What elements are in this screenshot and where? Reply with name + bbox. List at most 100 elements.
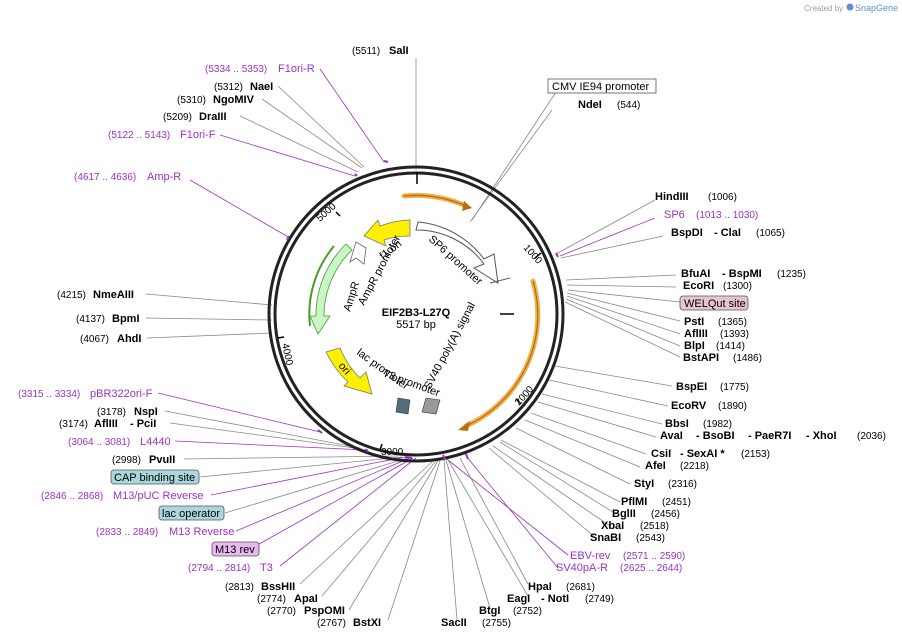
primer-m13rev-name: M13 Reverse [169, 526, 234, 538]
site-hpai-pos: (2681) [566, 582, 595, 593]
site-noti-name: - NotI [541, 593, 569, 605]
site-draiii-pos: (5209) [163, 112, 192, 123]
sp6-promoter-tail [489, 277, 511, 284]
ori-arrow [325, 347, 373, 395]
lac-operator-label: lac operator [162, 508, 220, 520]
site-bstxi-pos: (2767) [317, 618, 346, 629]
site-blpi-name: BlpI [684, 340, 705, 352]
site-psp-omi-name: PspOMI [304, 605, 345, 617]
site-bspei-pos: (1775) [720, 382, 749, 393]
site-pflmi-pos: (2451) [662, 497, 691, 508]
site-xhoi-name: - XhoI [806, 430, 837, 442]
snapgene-logo-icon [846, 3, 854, 11]
site-styi-name: StyI [634, 478, 654, 490]
sv40-feature [421, 397, 441, 415]
site-bpmi-name: BpmI [112, 313, 140, 325]
site-apai-pos: (2774) [257, 594, 286, 605]
site-ngomiv-pos: (5310) [177, 95, 206, 106]
site-avai-pos: (2036) [857, 431, 886, 442]
site-pvuii-pos: (2998) [112, 455, 141, 466]
orf-arrowhead-2 [458, 421, 470, 431]
lac-operator-feature [395, 397, 411, 415]
site-styi-pos: (2316) [668, 479, 697, 490]
site-sexai-name: - SexAI * [680, 448, 725, 460]
site-bfuai-name: BfuAI [681, 268, 710, 280]
primer-marks [286, 160, 559, 461]
site-bpmi-pos: (4137) [76, 314, 105, 325]
plasmid-name: EIF2B3-L27Q [382, 307, 451, 319]
site-bglii-name: BglII [612, 508, 636, 520]
site-bbsi-name: BbsI [665, 418, 689, 430]
site-bbsi-pos: (1982) [703, 419, 732, 430]
cap-binding-box [110, 469, 200, 485]
primer-f1orif-pos: (5122 .. 5143) [108, 130, 170, 141]
site-bglii-pos: (2456) [651, 509, 680, 520]
site-xbai-name: XbaI [601, 520, 624, 532]
site-ecori-name: EcoRI [683, 280, 714, 292]
site-hpai-name: HpaI [528, 581, 552, 593]
site-csii-pos: (2153) [741, 449, 770, 460]
primer-f1orir-name: F1ori-R [278, 63, 315, 75]
backbone-inner-ring [273, 171, 559, 457]
ampr-outline-arc [308, 245, 335, 327]
primer-sp6-name: SP6 [664, 209, 685, 221]
cmv-promoter-label: CMV IE94 promoter [552, 81, 650, 93]
site-ndei-pos: (544) [617, 100, 640, 111]
site-ahdi-pos: (4067) [80, 334, 109, 345]
plasmid-size: 5517 bp [396, 319, 436, 331]
site-draiii-name: DraIII [199, 111, 227, 123]
site-bsshii-name: BssHII [261, 581, 295, 593]
sp6-promoter-arrow [415, 221, 499, 284]
site-bsshii-pos: (2813) [225, 582, 254, 593]
site-pvuii-name: PvuII [149, 454, 175, 466]
ampr-arrow [309, 243, 353, 335]
primer-ebvrev-pos: (2571 .. 2590) [623, 551, 685, 562]
backbone-outer-ring [267, 165, 565, 463]
site-afei-name: AfeI [645, 460, 666, 472]
orf-arc-cores [403, 194, 539, 427]
site-blpi-pos: (1414) [716, 341, 745, 352]
site-paer7i-name: - PaeR7I [748, 430, 791, 442]
site-ndei-name: NdeI [578, 99, 602, 111]
site-pflmi-name: PflMI [621, 496, 647, 508]
site-hindiii-pos: (1006) [708, 192, 737, 203]
site-naei-pos: (5312) [214, 82, 243, 93]
site-eagi-pos: (2749) [585, 594, 614, 605]
primer-sv40par-name: SV40pA-R [556, 562, 608, 574]
m13-rev-label: M13 rev [215, 544, 255, 556]
site-sacii-pos: (2755) [482, 618, 511, 629]
site-afliii-left-pos: (3174) [59, 419, 88, 430]
primer-sp6-pos: (1013 .. 1030) [696, 210, 758, 221]
site-bspdi-name: BspDI [671, 227, 703, 239]
site-psp-omi-pos: (2770) [267, 606, 296, 617]
f1-ori-arrow [363, 219, 411, 247]
connector-lines [145, 58, 681, 621]
site-nspi-name: NspI [134, 406, 158, 418]
welqut-label: WELQut site [684, 298, 746, 310]
site-ecorv-name: EcoRV [671, 400, 707, 412]
site-bfuai-pos: (1235) [777, 269, 806, 280]
site-bspdi-pos: (1065) [756, 228, 785, 239]
primer-l4440-name: L4440 [140, 436, 171, 448]
site-avai-name: AvaI [660, 430, 683, 442]
site-psti-pos: (1365) [718, 317, 747, 328]
site-btgi-pos: (2752) [513, 606, 542, 617]
m13-rev-box [211, 541, 260, 557]
cmv-promoter-box [547, 78, 657, 94]
site-apai-name: ApaI [294, 593, 318, 605]
primer-m13puc-name: M13/pUC Reverse [113, 490, 203, 502]
site-ecori-pos: (1300) [723, 281, 752, 292]
site-bspei-name: BspEI [676, 381, 707, 393]
primer-ebvrev-name: EBV-rev [570, 550, 611, 562]
primer-m13rev-pos: (2833 .. 2849) [96, 527, 158, 538]
site-sali-name: SalI [389, 45, 409, 57]
site-afliii-left-name: AflIII [94, 418, 118, 430]
primer-ampr-pos: (4617 .. 4636) [74, 172, 136, 183]
welqut-box [679, 295, 749, 311]
primer-t3-pos: (2794 .. 2814) [188, 563, 250, 574]
site-snabi-pos: (2543) [636, 533, 665, 544]
credit-brand: SnapGene [855, 3, 898, 13]
credit-prefix: Created by [804, 4, 843, 13]
site-ngomiv-name: NgoMIV [213, 94, 255, 106]
